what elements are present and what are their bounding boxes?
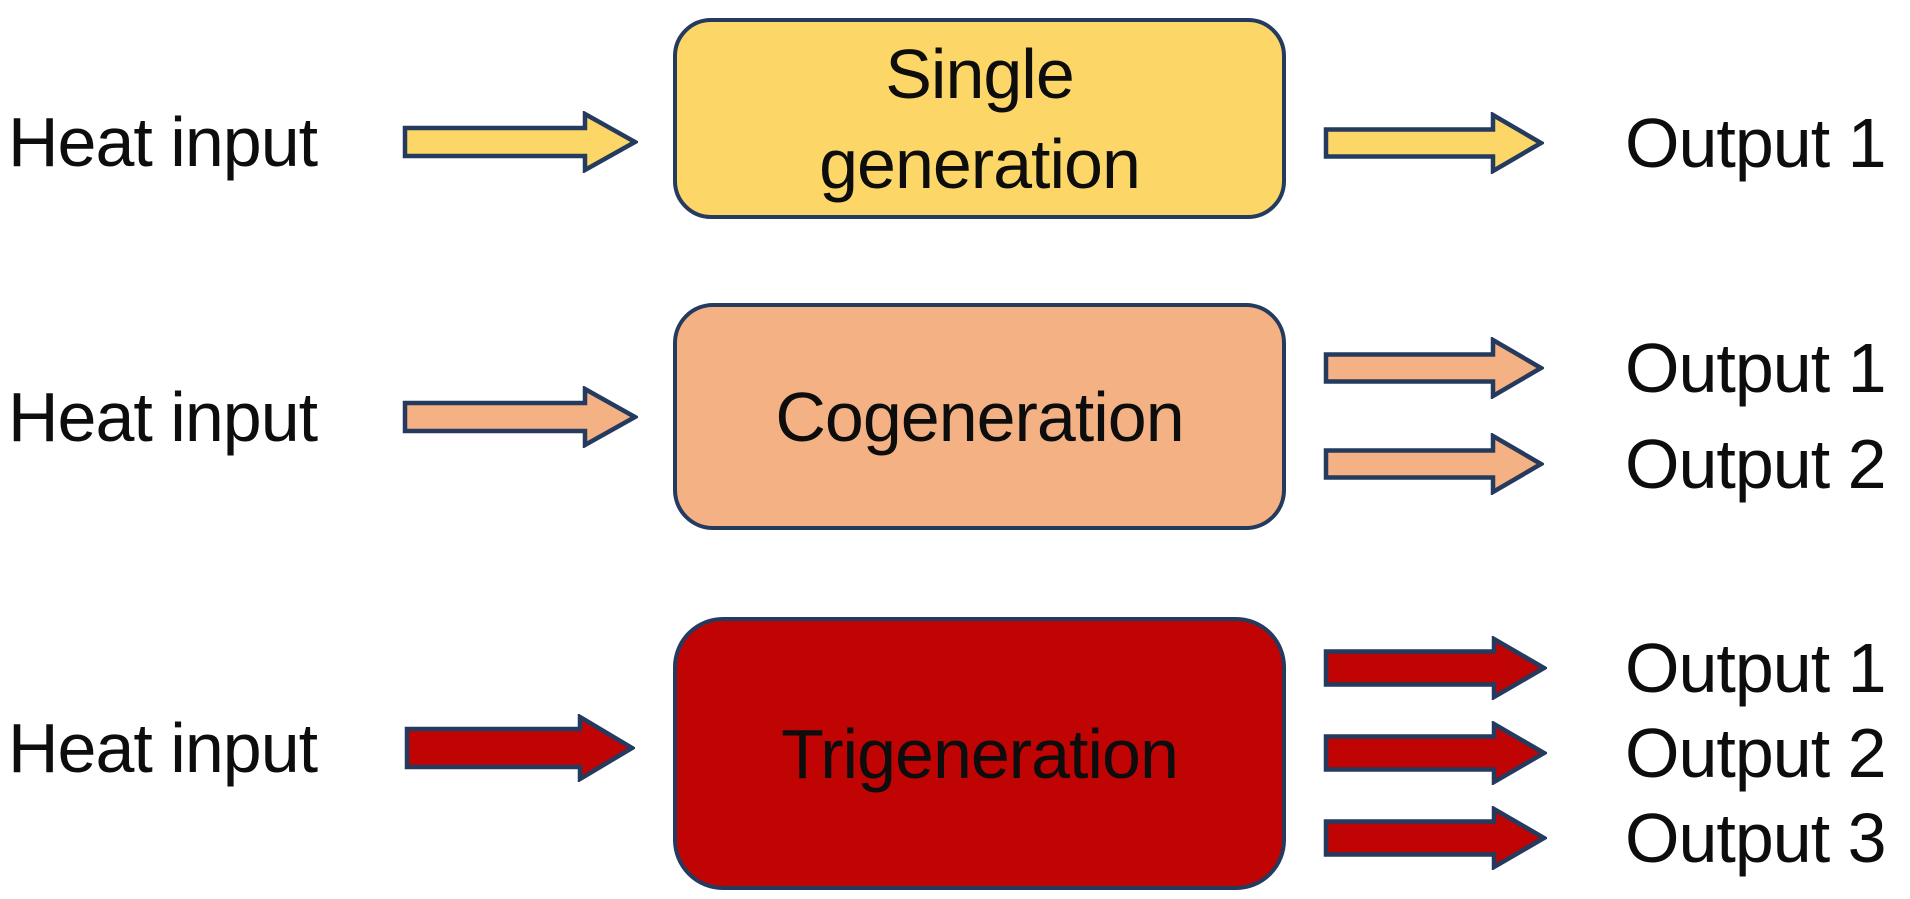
heat-input-label-single: Heat input [8, 103, 318, 181]
heat-input-label-trigeneration: Heat input [8, 709, 318, 787]
output-label-trigeneration-1: Output 1 [1625, 629, 1887, 707]
output-label-single-1: Output 1 [1625, 104, 1887, 182]
single-generation-box: Single generation [673, 18, 1286, 219]
heat-input-arrow-icon [402, 386, 638, 448]
single-generation-box-label-line2: generation [819, 124, 1141, 203]
output-label-cogeneration-2: Output 2 [1625, 425, 1887, 503]
cogeneration-box: Cogeneration [673, 303, 1286, 530]
output-label-trigeneration-3: Output 3 [1625, 799, 1887, 877]
output-arrow-icon [1323, 721, 1547, 785]
output-arrow-icon [1323, 112, 1544, 174]
heat-input-arrow-icon [404, 714, 635, 782]
cogeneration-box-label: Cogeneration [775, 377, 1184, 456]
trigeneration-box: Trigeneration [673, 617, 1286, 890]
output-arrow-icon [1323, 433, 1544, 495]
heat-input-arrow-icon [402, 111, 638, 173]
output-arrow-icon [1323, 337, 1544, 399]
trigeneration-box-label: Trigeneration [781, 714, 1179, 793]
single-generation-box-label-line1: Single [885, 34, 1075, 113]
output-arrow-icon [1323, 636, 1547, 700]
heat-input-label-cogeneration: Heat input [8, 378, 318, 456]
output-label-cogeneration-1: Output 1 [1625, 329, 1887, 407]
output-label-trigeneration-2: Output 2 [1625, 714, 1887, 792]
output-arrow-icon [1323, 806, 1547, 870]
